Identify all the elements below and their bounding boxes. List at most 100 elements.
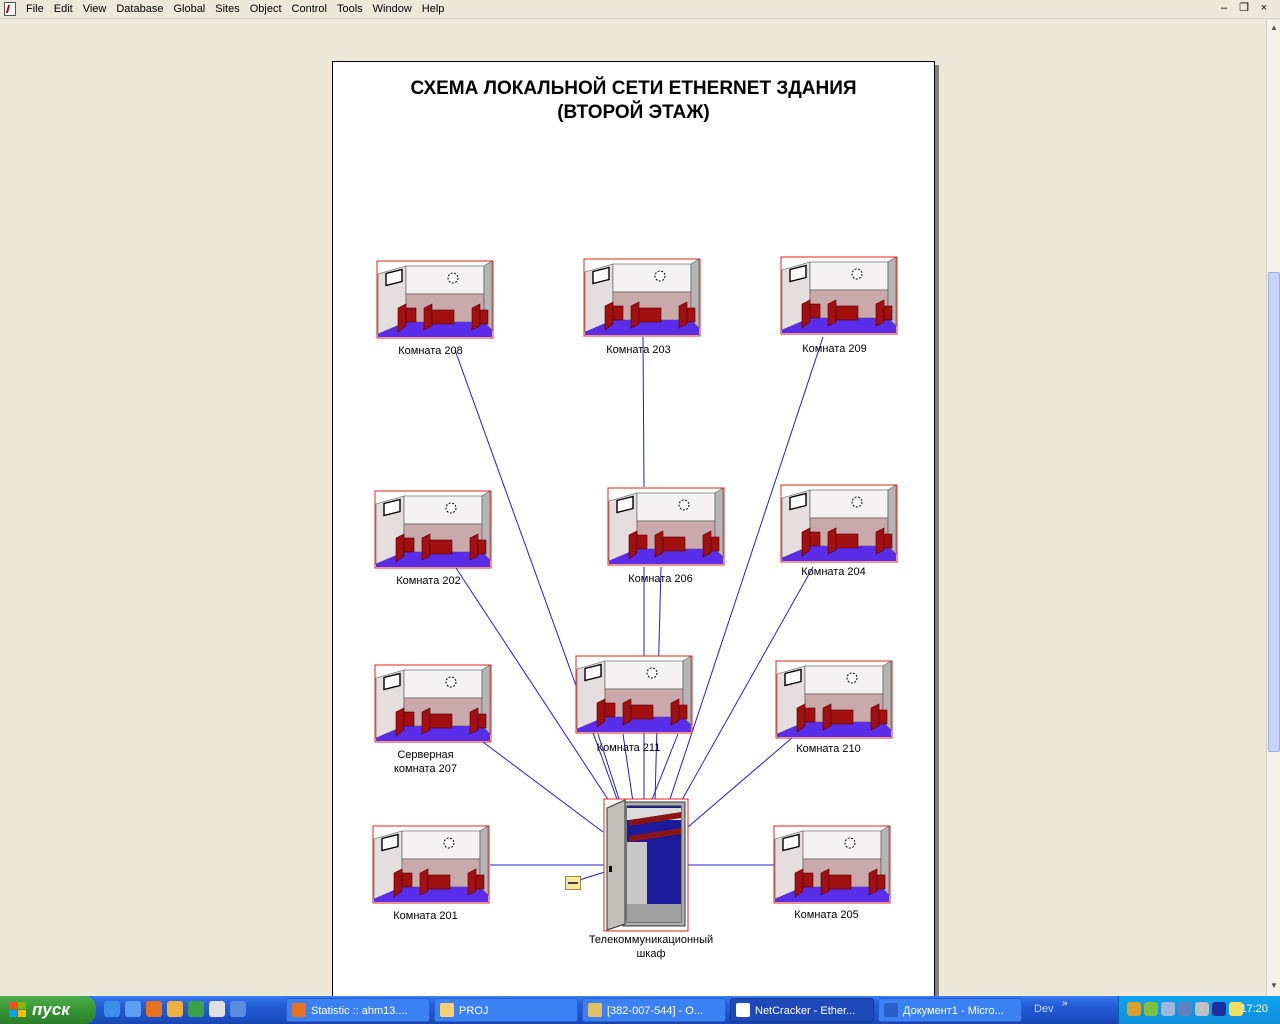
room-204-icon[interactable] <box>780 484 898 564</box>
chevron-right-icon[interactable]: » <box>1062 998 1068 1009</box>
menu-items: File Edit View Database Global Sites Obj… <box>26 3 454 15</box>
tray-user-icon[interactable] <box>1127 1002 1141 1016</box>
network-icon[interactable] <box>230 1001 246 1017</box>
menu-view[interactable]: View <box>82 3 107 15</box>
room-206-icon[interactable] <box>607 487 725 567</box>
clock: 17:20 <box>1240 1003 1268 1015</box>
title-line-2: (ВТОРОЙ ЭТАЖ) <box>557 102 710 123</box>
tray-play-icon[interactable] <box>1212 1002 1226 1016</box>
restore-button[interactable]: ❐ <box>1239 2 1249 14</box>
link-211c <box>650 733 679 803</box>
telecom-cabinet-icon[interactable] <box>603 798 689 932</box>
media-icon[interactable] <box>167 1001 183 1017</box>
tray-flower-icon[interactable] <box>1144 1002 1158 1016</box>
browser-icon[interactable] <box>125 1001 141 1017</box>
link-209 <box>668 336 824 803</box>
room-210-icon[interactable] <box>775 660 893 740</box>
label-room-206: Комната 206 <box>628 573 693 585</box>
task-proj[interactable]: PROJ <box>434 998 578 1022</box>
system-tray: 17:20 <box>1118 996 1280 1024</box>
task-word-label: Документ1 - Micro... <box>903 1005 1004 1017</box>
menu-help[interactable]: Help <box>421 3 445 15</box>
menu-object[interactable]: Object <box>249 3 282 15</box>
room-203-icon[interactable] <box>583 258 701 338</box>
title-line-1: СХЕМА ЛОКАЛЬНОЙ СЕТИ ETHERNET ЗДАНИЯ <box>410 78 857 99</box>
network-links <box>454 336 824 883</box>
room-205-icon[interactable] <box>773 825 891 905</box>
firefox-icon <box>292 1003 306 1017</box>
menu-edit[interactable]: Edit <box>53 3 73 15</box>
app-icon[interactable] <box>4 2 16 16</box>
chat-icon <box>588 1003 602 1017</box>
task-word[interactable]: Документ1 - Micro... <box>878 998 1022 1022</box>
label-room-205: Комната 205 <box>794 909 859 921</box>
start-label: пуск <box>32 1000 70 1019</box>
room-202-icon[interactable] <box>374 490 492 570</box>
text-tool-icon[interactable] <box>209 1001 225 1017</box>
task-netcracker-label: NetCracker - Ether... <box>755 1005 856 1017</box>
minimize-button[interactable]: – <box>1220 2 1228 14</box>
workspace: СХЕМА ЛОКАЛЬНОЙ СЕТИ ETHERNET ЗДАНИЯ (ВТ… <box>0 20 1266 996</box>
start-button[interactable]: пуск <box>0 996 96 1024</box>
taskbar: пуск Statistic :: ahm13.... PROJ [382-00… <box>0 996 1280 1024</box>
close-button[interactable]: × <box>1260 2 1268 14</box>
menu-sites[interactable]: Sites <box>215 3 240 15</box>
menu-file[interactable]: File <box>26 3 44 15</box>
task-proj-label: PROJ <box>459 1005 489 1017</box>
label-room-207-line1: Серверная <box>397 749 454 761</box>
tray-message-icon[interactable] <box>1229 1002 1243 1016</box>
menu-tools[interactable]: Tools <box>336 3 363 15</box>
label-room-207-line2: комната 207 <box>393 763 457 775</box>
room-209-icon[interactable] <box>780 256 898 336</box>
label-telecom-cabinet-line1: Телекоммуникационный <box>588 934 714 946</box>
menu-window[interactable]: Window <box>372 3 412 15</box>
scroll-up-arrow-icon[interactable]: ▲ <box>1270 23 1278 32</box>
label-room-207: Серверная комната 207 <box>358 748 493 776</box>
dev-toolbar-label[interactable]: Dev <box>1034 1003 1054 1015</box>
firefox-icon[interactable] <box>146 1001 162 1017</box>
link-211a <box>597 733 621 803</box>
label-room-204: Комната 204 <box>801 566 866 578</box>
word-icon <box>884 1003 898 1017</box>
room-211-icon[interactable] <box>575 655 693 735</box>
link-207 <box>482 741 604 833</box>
label-room-211: Комната 211 <box>596 742 661 754</box>
menu-database[interactable]: Database <box>116 3 164 15</box>
scroll-thumb[interactable] <box>1268 272 1280 752</box>
menu-bar: File Edit View Database Global Sites Obj… <box>0 0 1280 19</box>
ie-icon[interactable] <box>104 1001 120 1017</box>
task-382[interactable]: [382-007-544] - О... <box>582 998 726 1022</box>
editor-icon[interactable] <box>188 1001 204 1017</box>
menu-global[interactable]: Global <box>173 3 206 15</box>
task-statistic-label: Statistic :: ahm13.... <box>311 1005 408 1017</box>
label-room-203: Комната 203 <box>606 344 671 356</box>
tray-icons <box>1127 1002 1243 1016</box>
diagram-title: СХЕМА ЛОКАЛЬНОЙ СЕТИ ETHERNET ЗДАНИЯ (ВТ… <box>333 77 934 125</box>
window-controls: – ❐ × <box>1216 2 1272 16</box>
label-room-202: Комната 202 <box>396 575 461 587</box>
tray-sound-icon[interactable] <box>1195 1002 1209 1016</box>
task-statistic[interactable]: Statistic :: ahm13.... <box>286 998 430 1022</box>
tray-network-icon[interactable] <box>1161 1002 1175 1016</box>
label-room-201: Комната 201 <box>393 910 458 922</box>
netcracker-icon <box>736 1003 750 1017</box>
link-210 <box>687 736 794 828</box>
link-202 <box>455 567 614 808</box>
link-204 <box>677 566 814 808</box>
vertical-scrollbar[interactable]: ▲ ▼ <box>1266 20 1280 996</box>
label-room-208: Комната 208 <box>398 345 463 357</box>
label-telecom-cabinet-line2: шкаф <box>636 948 666 960</box>
room-201-icon[interactable] <box>372 825 490 905</box>
room-208-icon[interactable] <box>376 260 494 340</box>
tray-monitor-icon[interactable] <box>1178 1002 1192 1016</box>
scroll-down-arrow-icon[interactable]: ▼ <box>1270 981 1278 990</box>
task-netcracker[interactable]: NetCracker - Ether... <box>730 998 874 1022</box>
connector-chip-icon[interactable] <box>565 876 581 890</box>
label-room-209: Комната 209 <box>802 343 867 355</box>
link-211b <box>622 733 634 803</box>
quick-launch <box>104 1001 246 1017</box>
menu-control[interactable]: Control <box>291 3 327 15</box>
room-207-icon[interactable] <box>374 664 492 744</box>
diagram-page: СХЕМА ЛОКАЛЬНОЙ СЕТИ ETHERNET ЗДАНИЯ (ВТ… <box>332 61 935 996</box>
label-telecom-cabinet: Телекоммуникационный шкаф <box>571 933 731 961</box>
